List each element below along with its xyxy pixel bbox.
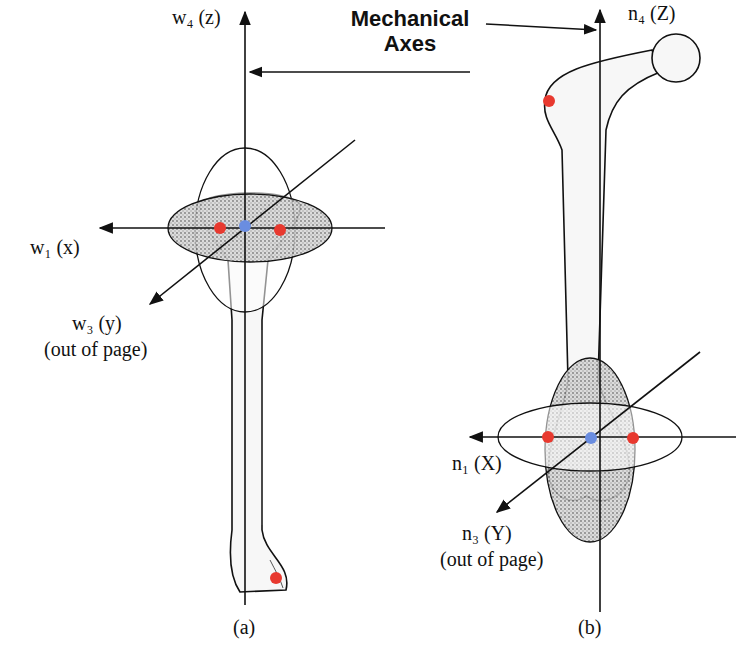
note-label: (out of page): [44, 338, 147, 361]
landmark-dot: [270, 572, 282, 584]
note-label: (out of page): [440, 548, 543, 571]
axis-label: n₄ (Z): [628, 2, 676, 25]
axis-label: w₁ (x): [30, 236, 80, 259]
landmark-dot: [214, 222, 226, 234]
femoral-head: [652, 34, 700, 82]
z-axis: [599, 10, 601, 612]
z-axis: [244, 12, 246, 605]
y-axis: [497, 352, 700, 512]
panel-label: (b): [578, 616, 601, 639]
landmark-dot: [543, 95, 555, 107]
panel-label: (a): [233, 616, 255, 639]
origin-dot: [585, 432, 597, 444]
landmark-dot: [542, 431, 554, 443]
y-axis: [150, 140, 355, 304]
axis-label: n₃ (Y): [462, 522, 512, 545]
origin-dot: [239, 220, 251, 232]
heading-label: Mechanical Axes: [340, 6, 480, 57]
axis-label: n₁ (X): [452, 452, 502, 475]
bone-shading: [262, 330, 283, 588]
pointer-arrow: [486, 24, 596, 30]
pointer-arrow: [250, 71, 470, 73]
axis-label: w₃ (y): [72, 312, 122, 335]
axis-label: w₄ (z): [172, 6, 221, 29]
landmark-dot: [627, 432, 639, 444]
x-axis: [470, 436, 736, 438]
landmark-dot: [274, 224, 286, 236]
